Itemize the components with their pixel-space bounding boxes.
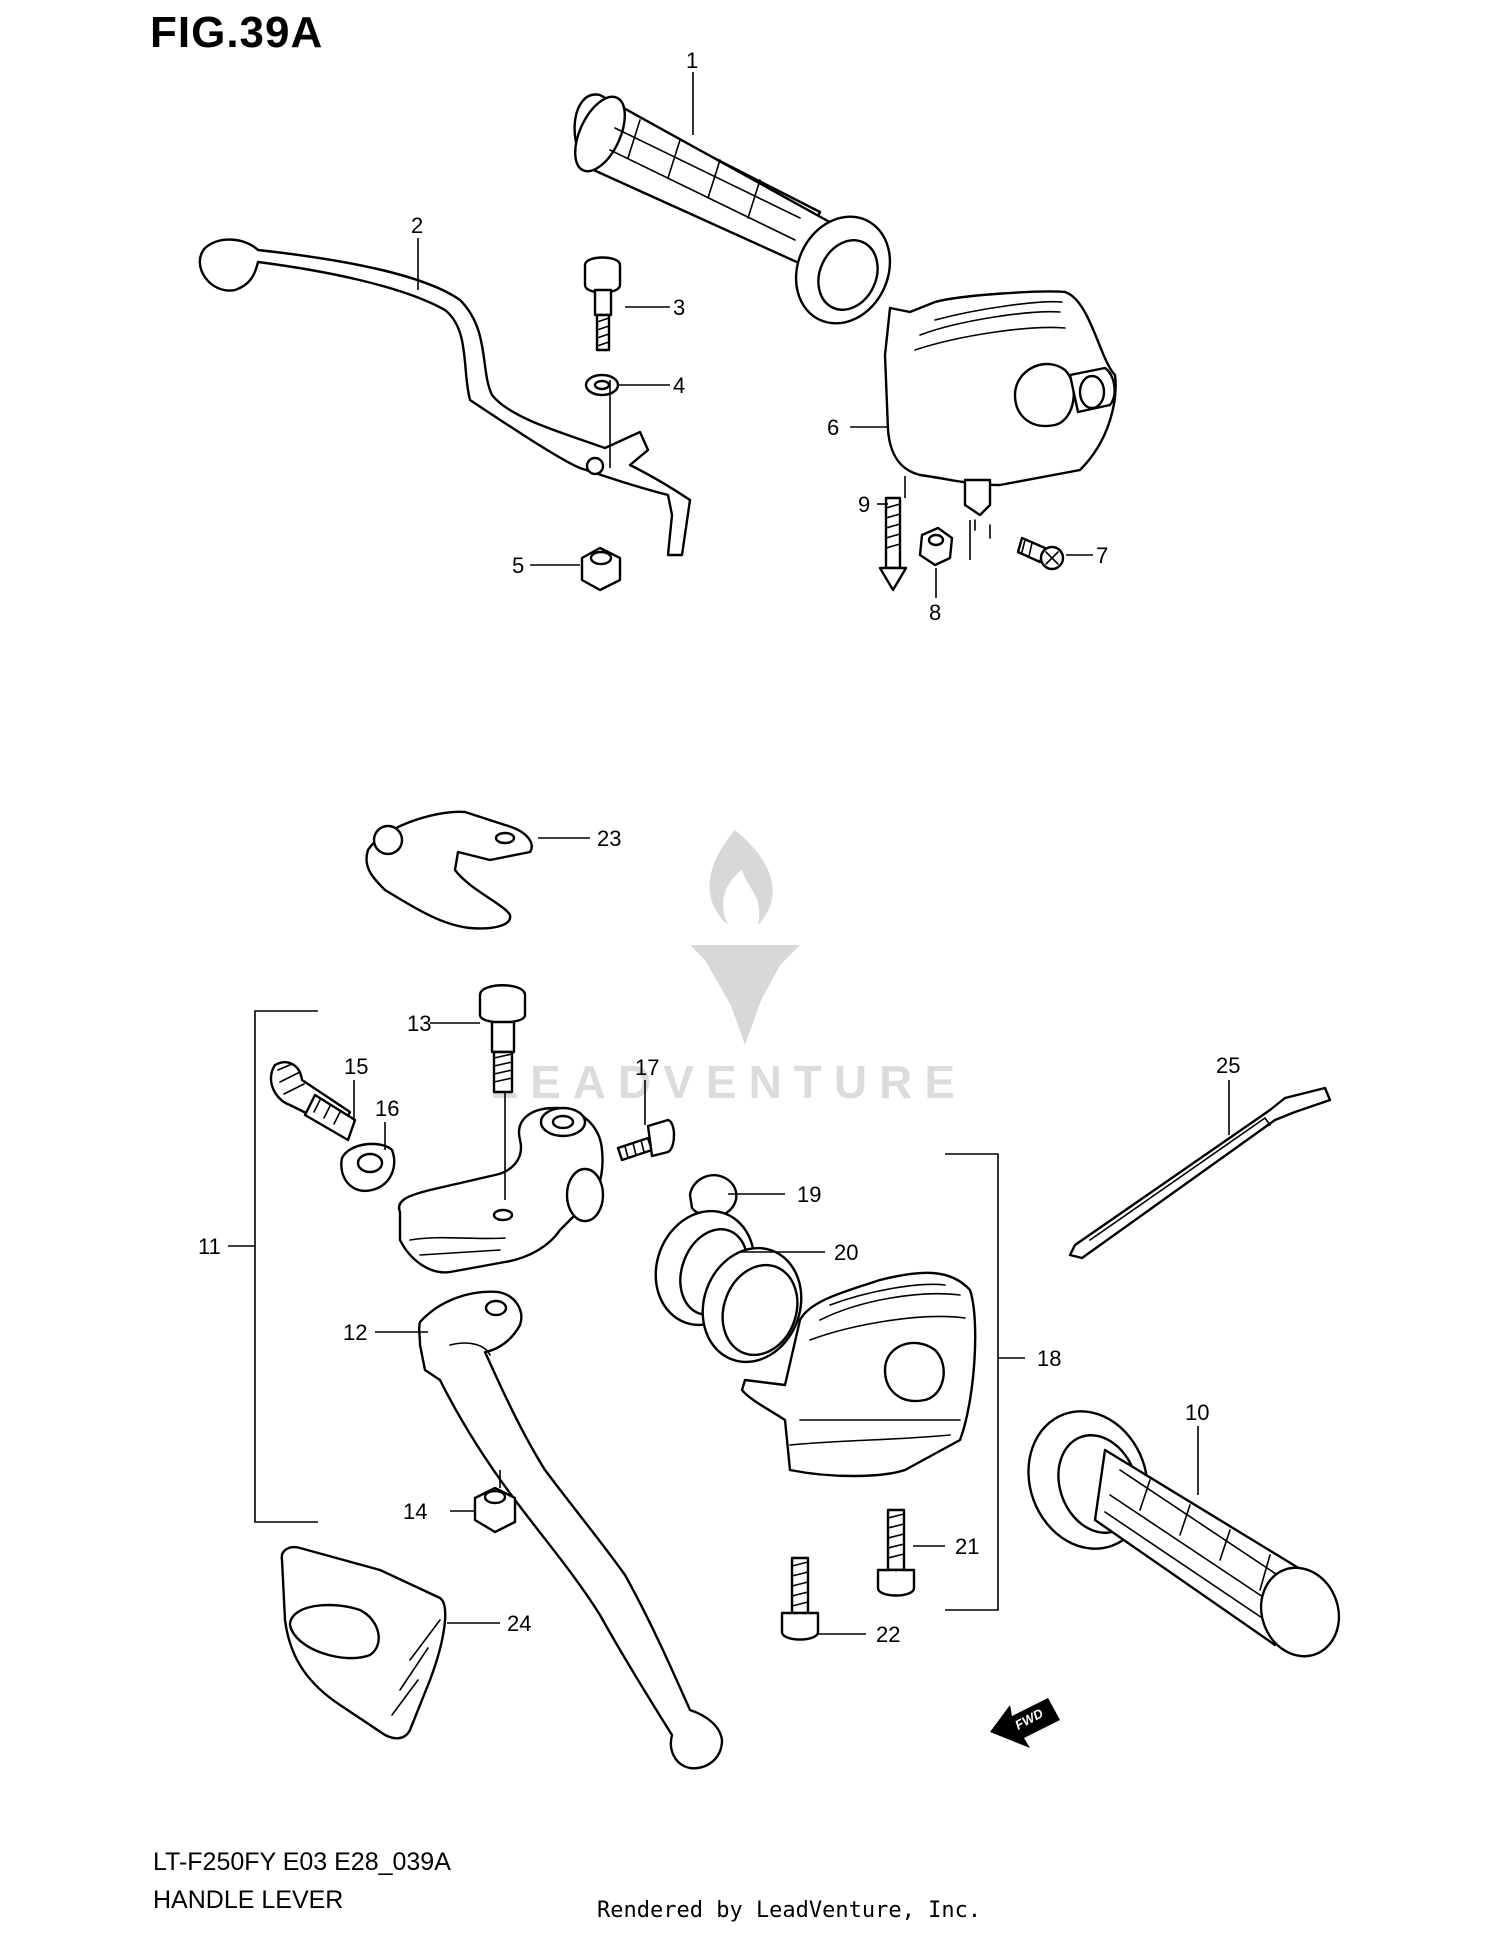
group-bracket-11 [228, 1010, 318, 1523]
callout-4: 4 [673, 373, 685, 398]
seal-ring-part-20 [654, 1209, 803, 1364]
leadventure-watermark: LEADVENTURE [490, 830, 967, 1108]
lever-cover-part-24 [280, 1546, 447, 1740]
switch-assembly-part-18 [740, 1271, 977, 1478]
callout-8: 8 [929, 600, 941, 625]
assembly-name: HANDLE LEVER [153, 1886, 344, 1914]
callout-15: 15 [344, 1054, 368, 1079]
callout-2: 2 [411, 213, 423, 238]
tie-strap-part-25 [1068, 1086, 1332, 1260]
callout-10: 10 [1185, 1400, 1209, 1425]
callout-11: 11 [198, 1234, 221, 1259]
model-code: LT-F250FY E03 E28_039A [153, 1848, 451, 1876]
callout-12: 12 [343, 1320, 367, 1345]
callout-25: 25 [1216, 1053, 1240, 1078]
fwd-arrow: FWD [990, 1698, 1060, 1748]
screw-part-21 [876, 1508, 916, 1597]
leader-lines [353, 72, 1230, 1635]
callout-24: 24 [507, 1611, 531, 1636]
figure-title: FIG.39A [150, 8, 324, 57]
callout-20: 20 [834, 1240, 858, 1265]
bolt-part-13 [478, 984, 527, 1094]
callout-19: 19 [797, 1182, 821, 1207]
bolt-part-3 [583, 256, 622, 352]
group-bracket-18 [945, 1153, 1025, 1611]
callout-5: 5 [512, 553, 524, 578]
brake-lever-part-2 [198, 238, 692, 557]
render-credit: Rendered by LeadVenture, Inc. [597, 1898, 982, 1923]
screw-part-7 [1016, 536, 1065, 571]
clutch-lever-part-12 [417, 1290, 724, 1770]
locknut-part-16 [340, 1142, 396, 1193]
screw-part-17 [616, 1118, 676, 1162]
bracket-part-23 [365, 810, 533, 930]
watermark-text: LEADVENTURE [490, 1056, 967, 1108]
adjuster-part-15 [269, 1061, 357, 1142]
callout-6: 6 [827, 415, 839, 440]
callout-17: 17 [635, 1055, 659, 1080]
washer-part-4 [584, 373, 620, 397]
callout-21: 21 [955, 1534, 979, 1559]
callout-14: 14 [403, 1499, 427, 1524]
callout-18: 18 [1037, 1346, 1061, 1371]
grip-part-1 [573, 93, 892, 325]
switch-housing-part-6 [883, 290, 1117, 539]
callout-23: 23 [597, 826, 621, 851]
callout-7: 7 [1096, 543, 1108, 568]
nut-part-14 [473, 1486, 517, 1534]
callout-13: 13 [407, 1011, 431, 1036]
callout-22: 22 [876, 1622, 900, 1647]
screw-part-22 [780, 1556, 820, 1641]
callout-9: 9 [858, 492, 870, 517]
grip-part-10 [1027, 1410, 1341, 1658]
nut-part-5 [580, 546, 622, 592]
nut-part-8 [918, 526, 954, 567]
callout-16: 16 [375, 1096, 399, 1121]
callout-3: 3 [673, 295, 685, 320]
callout-numbers: 1 2 3 4 5 6 7 8 9 10 11 12 13 14 15 16 1… [198, 48, 1240, 1647]
lever-holder-part-11 [397, 1106, 605, 1274]
callout-1: 1 [686, 48, 698, 73]
screw-part-9 [878, 496, 908, 592]
